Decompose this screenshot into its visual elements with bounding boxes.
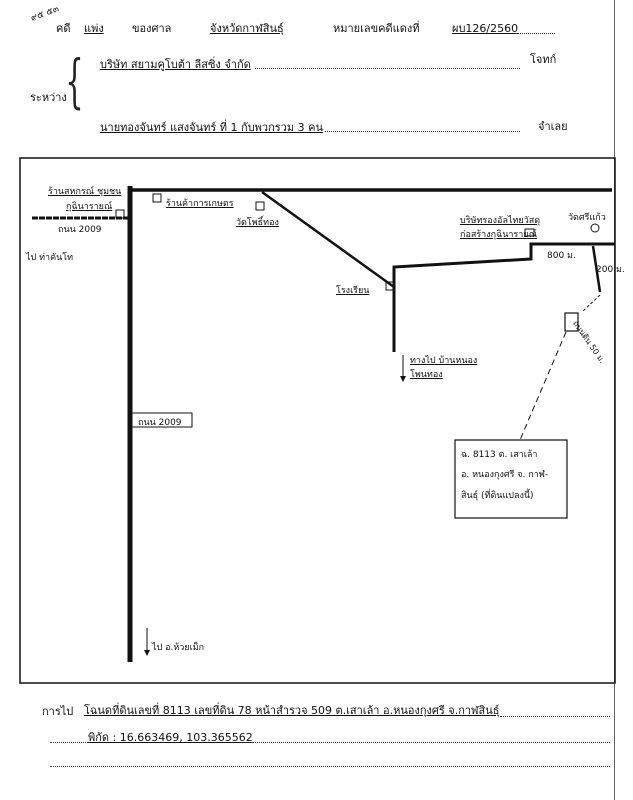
map-label: วัดโพธิ์ทอง — [236, 218, 279, 228]
plaintiff-name: บริษัท สยามคูโบต้า ลีสซิ่ง จำกัด — [100, 58, 251, 71]
map-label: โรงเรียน — [336, 286, 370, 296]
brace: { — [65, 47, 84, 115]
arrow-head — [144, 650, 150, 656]
map-label: ทางไป บ้านหนอง — [410, 356, 478, 366]
map-label: ร้านค้าการเกษตร — [166, 199, 234, 209]
map-label: ร้านสหกรณ์ ชุมชน — [48, 187, 122, 197]
leader-line — [519, 331, 567, 441]
plot-box-frame — [454, 439, 568, 519]
between-label: ระหว่าง — [30, 91, 67, 104]
dirt-road — [581, 294, 601, 313]
route-road — [392, 242, 615, 352]
defendant-name: นายทองจันทร์ แสงจันทร์ ที่ 1 กับพวกรวม 3… — [100, 121, 323, 134]
temple-icon — [255, 201, 265, 211]
map-label: ถนน 2009 — [58, 225, 102, 235]
dotted-line — [500, 716, 610, 717]
plaintiff-label: โจทก์ — [530, 53, 557, 66]
map-label: 800 ม. — [547, 251, 576, 261]
court-name: จังหวัดกาฬสินธุ์ — [210, 22, 284, 35]
dotted-line — [50, 766, 610, 767]
directions-text: โฉนดที่ดินเลขที่ 8113 เลขที่ดิน 78 หน้าส… — [84, 704, 500, 717]
map-label: กุฉินารายณ์ — [66, 202, 113, 212]
map-label: 200 ม. — [596, 265, 625, 275]
coordinates-text: พิกัด : 16.663469, 103.365562 — [88, 731, 253, 744]
arrow-head — [400, 376, 406, 382]
case-type: แพ่ง — [84, 22, 104, 35]
red-case-label: หมายเลขคดีแดงที่ — [333, 22, 420, 35]
dotted-line — [240, 742, 610, 743]
dotted-line — [325, 131, 520, 132]
plot-box-line: ฉ. 8113 ต. เสาเล้า — [461, 450, 538, 460]
company-icon — [524, 228, 535, 237]
side-road — [591, 245, 602, 293]
map-label: วัดศรีแก้ว — [568, 213, 606, 223]
plot-box-line: สินธุ์ (ที่ดินแปลงนี้) — [461, 491, 534, 501]
red-case-number: ผบ126/2560 — [452, 22, 519, 35]
map-label: บริษัทรองอัลไทยวัสดุ — [460, 216, 541, 226]
map-label: ไป ท่าคันโท — [26, 253, 74, 263]
map-label: ก่อสร้างกุฉินารายณ์ — [460, 230, 537, 240]
case-label: คดี — [56, 22, 71, 35]
diagonal-road — [261, 190, 395, 289]
school-icon — [385, 281, 395, 291]
landmark-icon — [115, 209, 125, 219]
defendant-label: จำเลย — [538, 120, 568, 133]
map-label: ถนน 2009 — [138, 418, 182, 428]
road-label-box — [131, 412, 193, 428]
map-frame — [19, 157, 616, 684]
dotted-line — [515, 33, 555, 34]
plot-marker — [564, 312, 579, 332]
plot-box-line: อ. หนองกุงศรี จ. กาฬ- — [461, 470, 549, 480]
map-label: ไป อ.ห้วยเม็ก — [152, 643, 205, 653]
dotted-line — [255, 68, 520, 69]
directions-label: การไป — [42, 705, 74, 718]
map-label: โพนทอง — [410, 370, 443, 380]
dotted-line — [50, 742, 88, 743]
court-label: ของศาล — [132, 22, 172, 35]
landmark-icon — [152, 193, 162, 203]
temple2-icon — [590, 223, 600, 233]
